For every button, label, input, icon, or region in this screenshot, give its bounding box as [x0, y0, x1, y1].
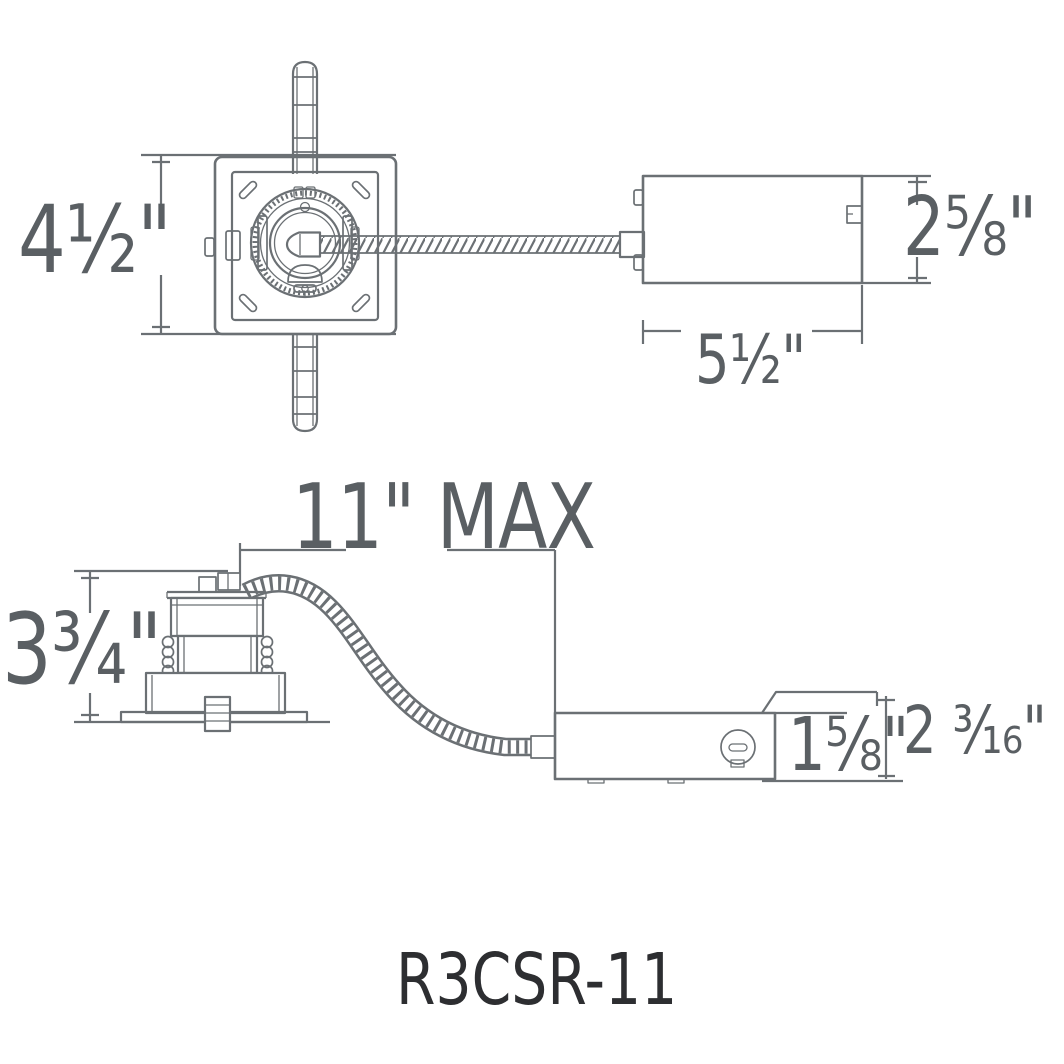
dim-label-jbox-width-top: 5½" [695, 321, 806, 400]
recessed-fixture-side [119, 572, 309, 733]
dim-conduit-reach-lines [238, 543, 557, 713]
dim-jbox-width-lines [641, 285, 864, 344]
hanger-bar-bottom [291, 334, 319, 433]
junction-box-top [633, 174, 864, 285]
dim-plate-height-lines [141, 153, 396, 336]
hanger-bar-top [291, 60, 319, 174]
dim-jbox-side-lines [762, 696, 903, 783]
model-number: R3CSR-11 [396, 938, 678, 1021]
dim-label-jbox-height-top: 2⅝" [903, 180, 1037, 275]
dim-label-jbox-overall-height: 2 ³⁄₁₆" [903, 692, 1047, 769]
torsion-spring-left [161, 635, 175, 678]
dim-jbox-height-lines [862, 174, 931, 285]
side-view [74, 543, 903, 784]
dim-label-conduit-reach: 11" MAX [292, 465, 596, 570]
dim-label-housing-height: 3¾" [2, 593, 162, 707]
torsion-spring-right [260, 635, 274, 678]
junction-box-side [530, 690, 879, 784]
flex-conduit-top [285, 230, 646, 259]
top-view [141, 60, 931, 433]
flex-conduit-side [241, 574, 532, 757]
trim-clip [203, 695, 232, 733]
dim-label-plate-height: 4½" [18, 186, 172, 295]
dim-label-jbox-body-height: 1⅝" [788, 702, 909, 788]
